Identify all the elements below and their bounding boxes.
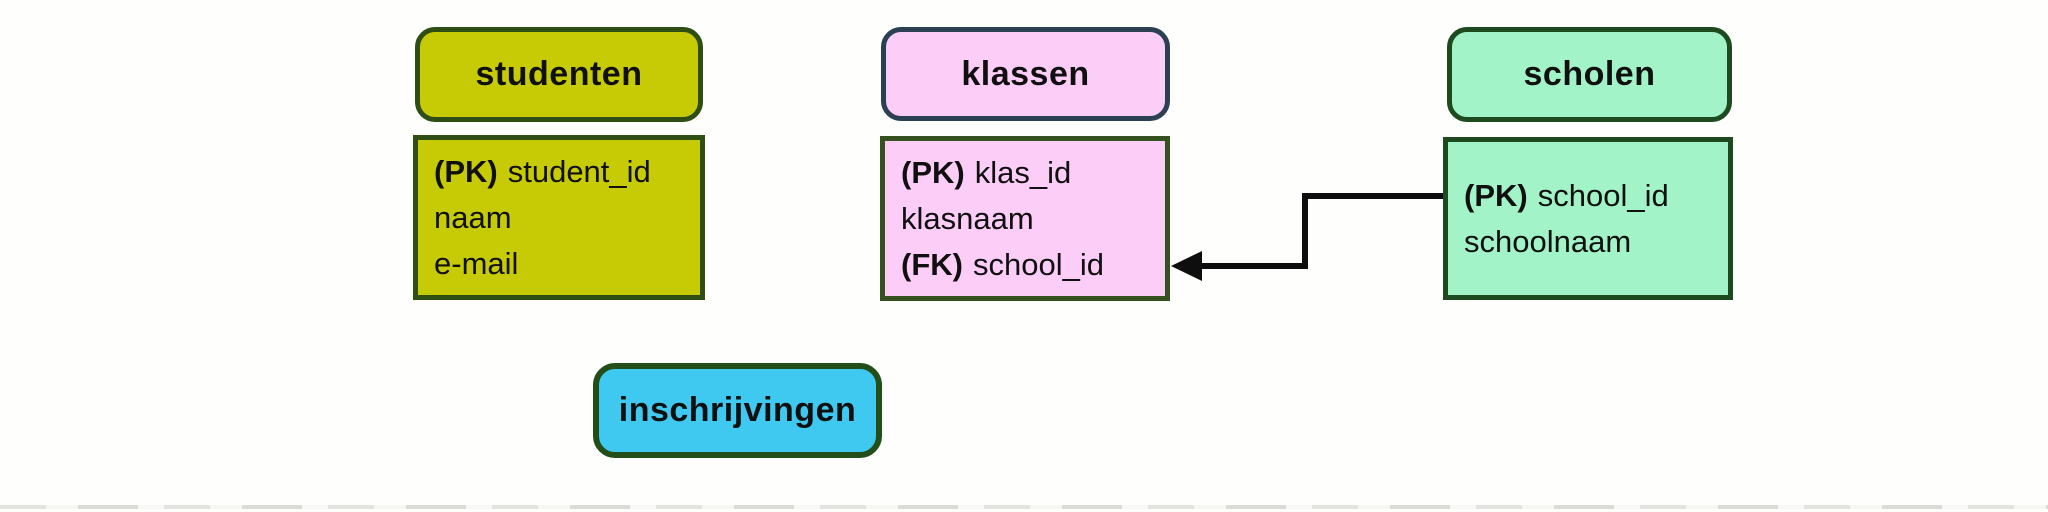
field-row: schoolnaam bbox=[1464, 219, 1712, 265]
relation-arrowhead-icon bbox=[1171, 251, 1202, 281]
field-row: naam bbox=[434, 195, 684, 241]
field-name: student_id bbox=[507, 153, 651, 189]
entity-header-scholen[interactable]: scholen bbox=[1447, 27, 1732, 122]
field-name: school_id bbox=[972, 246, 1104, 282]
entity-title-studenten: studenten bbox=[475, 55, 643, 93]
entity-header-studenten[interactable]: studenten bbox=[415, 27, 703, 122]
field-name: schoolnaam bbox=[1464, 223, 1632, 259]
field-row: klasnaam bbox=[901, 196, 1149, 242]
field-name: naam bbox=[434, 199, 512, 235]
field-key: (PK) bbox=[901, 154, 965, 190]
entity-body-scholen[interactable]: (PK)school_id schoolnaam bbox=[1443, 137, 1733, 300]
field-row: e-mail bbox=[434, 241, 684, 287]
entity-body-klassen[interactable]: (PK)klas_id klasnaam (FK)school_id bbox=[880, 136, 1170, 301]
field-name: klas_id bbox=[974, 154, 1072, 190]
field-key: (PK) bbox=[1464, 177, 1528, 213]
field-name: klasnaam bbox=[901, 200, 1034, 236]
bottom-edge-artifact bbox=[0, 505, 2048, 509]
field-row: (FK)school_id bbox=[901, 242, 1149, 288]
field-row: (PK)student_id bbox=[434, 149, 684, 195]
entity-body-studenten[interactable]: (PK)student_id naam e-mail bbox=[413, 135, 705, 300]
field-row: (PK)klas_id bbox=[901, 150, 1149, 196]
entity-title-inschrijvingen: inschrijvingen bbox=[618, 391, 857, 429]
field-key: (FK) bbox=[901, 246, 963, 282]
entity-header-klassen[interactable]: klassen bbox=[881, 27, 1170, 121]
relation-line[interactable] bbox=[1199, 193, 1445, 269]
field-row: (PK)school_id bbox=[1464, 173, 1712, 219]
entity-title-klassen: klassen bbox=[961, 54, 1090, 93]
entity-header-inschrijvingen[interactable]: inschrijvingen bbox=[593, 363, 882, 458]
field-name: e-mail bbox=[434, 245, 519, 281]
field-name: school_id bbox=[1537, 177, 1669, 213]
field-key: (PK) bbox=[434, 153, 498, 189]
entity-title-scholen: scholen bbox=[1523, 55, 1656, 93]
